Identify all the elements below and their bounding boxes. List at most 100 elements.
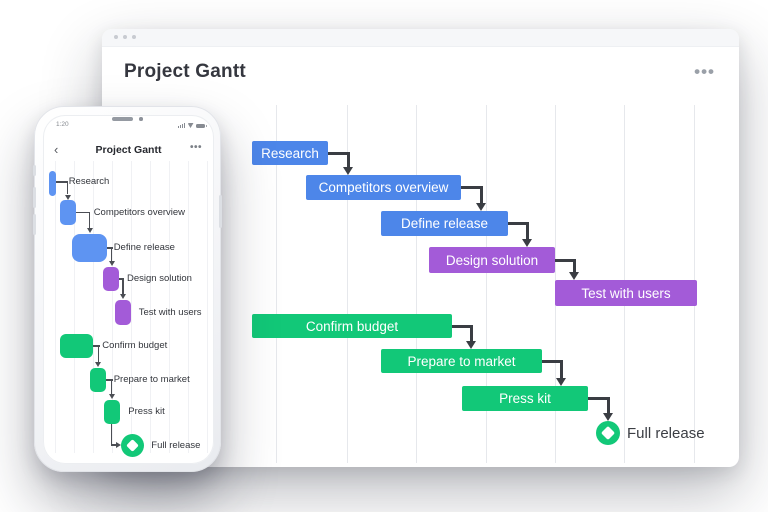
gantt-bar-label: Prepare to market bbox=[407, 353, 516, 369]
arrow-down-icon bbox=[603, 413, 613, 421]
gantt-bar-label: Design solution bbox=[445, 252, 539, 268]
gridline bbox=[55, 161, 56, 453]
task-label: Test with users bbox=[138, 307, 202, 318]
speaker-icon bbox=[112, 117, 133, 121]
milestone-diamond-icon bbox=[600, 425, 616, 441]
browser-topbar bbox=[102, 29, 739, 47]
gantt-bar-label: Press kit bbox=[499, 391, 551, 406]
phone-mockup: 1:20 ‹ Project Gantt ••• bbox=[33, 106, 222, 472]
gantt-bar-label: Test with users bbox=[581, 285, 671, 301]
dependency-connector bbox=[525, 222, 529, 239]
dependency-connector bbox=[461, 186, 483, 189]
window-controls-icon[interactable] bbox=[114, 35, 136, 39]
milestone-diamond-icon bbox=[125, 438, 139, 452]
arrow-down-icon bbox=[108, 394, 115, 399]
arrow-down-icon bbox=[64, 195, 71, 200]
dependency-connector bbox=[542, 359, 563, 363]
arrow-down-icon bbox=[108, 261, 115, 266]
status-time: 1:20 bbox=[56, 121, 69, 128]
task-label: Design solution bbox=[127, 273, 192, 284]
gridline bbox=[93, 161, 94, 453]
arrow-down-icon bbox=[522, 239, 532, 247]
dependency-connector bbox=[110, 379, 113, 394]
gantt-chart: Research Competitors overview Define rel… bbox=[102, 29, 739, 467]
arrow-down-icon bbox=[476, 203, 486, 211]
gantt-bar-define-release[interactable]: Define release bbox=[381, 211, 508, 236]
dependency-connector bbox=[106, 379, 114, 381]
page-title: Project Gantt bbox=[124, 61, 246, 82]
task-label: Press kit bbox=[128, 406, 165, 417]
gantt-bar-press-kit[interactable] bbox=[103, 400, 120, 424]
task-label: Full release bbox=[151, 439, 201, 451]
gantt-bar-prepare-to-market[interactable]: Prepare to market bbox=[381, 349, 542, 373]
back-chevron-icon[interactable]: ‹ bbox=[54, 142, 59, 157]
gantt-bar-competitors-overview[interactable] bbox=[59, 200, 76, 225]
gridline bbox=[112, 161, 113, 453]
status-icons bbox=[177, 122, 207, 128]
gridline bbox=[74, 161, 75, 453]
dependency-connector bbox=[606, 397, 610, 413]
dependency-connector bbox=[588, 397, 610, 400]
arrow-right-icon bbox=[115, 442, 121, 448]
gridline bbox=[131, 161, 132, 453]
task-label: Define release bbox=[113, 242, 175, 253]
dependency-connector bbox=[88, 211, 91, 228]
arrow-down-icon bbox=[466, 341, 476, 349]
gridline bbox=[276, 105, 277, 463]
dependency-connector bbox=[110, 444, 117, 446]
gantt-bar-competitors-overview[interactable]: Competitors overview bbox=[306, 175, 461, 200]
gantt-bar-confirm-budget[interactable]: Confirm budget bbox=[252, 314, 452, 338]
task-label: Prepare to market bbox=[113, 374, 190, 385]
phone-page-title: Project Gantt bbox=[95, 144, 162, 156]
phone-more-menu-button[interactable]: ••• bbox=[189, 142, 202, 153]
gantt-bar-label: Research bbox=[261, 145, 319, 161]
power-button bbox=[219, 195, 222, 228]
dependency-connector bbox=[93, 345, 100, 347]
gridline bbox=[169, 161, 170, 453]
milestone-full-release[interactable] bbox=[596, 421, 620, 445]
gantt-bar-prepare-to-market[interactable] bbox=[90, 368, 107, 392]
gridline bbox=[188, 161, 189, 453]
gantt-bar-confirm-budget[interactable] bbox=[59, 334, 93, 358]
gridline bbox=[207, 161, 208, 453]
dependency-connector bbox=[107, 247, 113, 249]
milestone-label: Full release bbox=[627, 425, 705, 442]
task-label: Competitors overview bbox=[93, 207, 186, 218]
camera-icon bbox=[139, 117, 143, 121]
gantt-bar-research[interactable] bbox=[48, 171, 56, 196]
arrow-down-icon bbox=[119, 294, 126, 299]
dependency-connector bbox=[110, 424, 113, 446]
gantt-bar-label: Confirm budget bbox=[305, 318, 399, 334]
dependency-connector bbox=[559, 359, 563, 378]
gantt-bar-define-release[interactable] bbox=[72, 234, 107, 262]
dependency-connector bbox=[508, 222, 529, 225]
gantt-bar-test-with-users[interactable] bbox=[114, 300, 131, 325]
gantt-bar-test-with-users[interactable]: Test with users bbox=[555, 280, 697, 306]
gantt-bar-design-solution[interactable]: Design solution bbox=[429, 247, 555, 273]
dependency-connector bbox=[479, 186, 483, 203]
dependency-connector bbox=[56, 181, 69, 183]
arrow-down-icon bbox=[569, 272, 579, 280]
more-menu-button[interactable]: ••• bbox=[694, 62, 715, 81]
battery-icon bbox=[196, 123, 207, 128]
arrow-down-icon bbox=[95, 362, 102, 367]
dependency-connector bbox=[66, 181, 69, 194]
gridline bbox=[150, 161, 151, 453]
gantt-bar-design-solution[interactable] bbox=[103, 267, 119, 291]
gantt-bar-research[interactable]: Research bbox=[252, 141, 328, 165]
volume-up-button bbox=[33, 187, 36, 208]
gridline bbox=[416, 105, 417, 463]
arrow-down-icon bbox=[86, 228, 93, 233]
gantt-bar-label: Competitors overview bbox=[318, 180, 449, 195]
dependency-connector bbox=[119, 278, 124, 280]
gridline bbox=[347, 105, 348, 463]
dependency-connector bbox=[97, 345, 100, 362]
wifi-icon bbox=[187, 123, 194, 128]
dependency-connector bbox=[572, 258, 576, 272]
dependency-connector bbox=[110, 247, 113, 261]
mute-switch bbox=[33, 165, 36, 176]
dependency-connector bbox=[346, 151, 350, 167]
arrow-down-icon bbox=[556, 378, 566, 386]
gantt-bar-press-kit[interactable]: Press kit bbox=[462, 386, 588, 411]
milestone-full-release[interactable] bbox=[120, 433, 144, 457]
